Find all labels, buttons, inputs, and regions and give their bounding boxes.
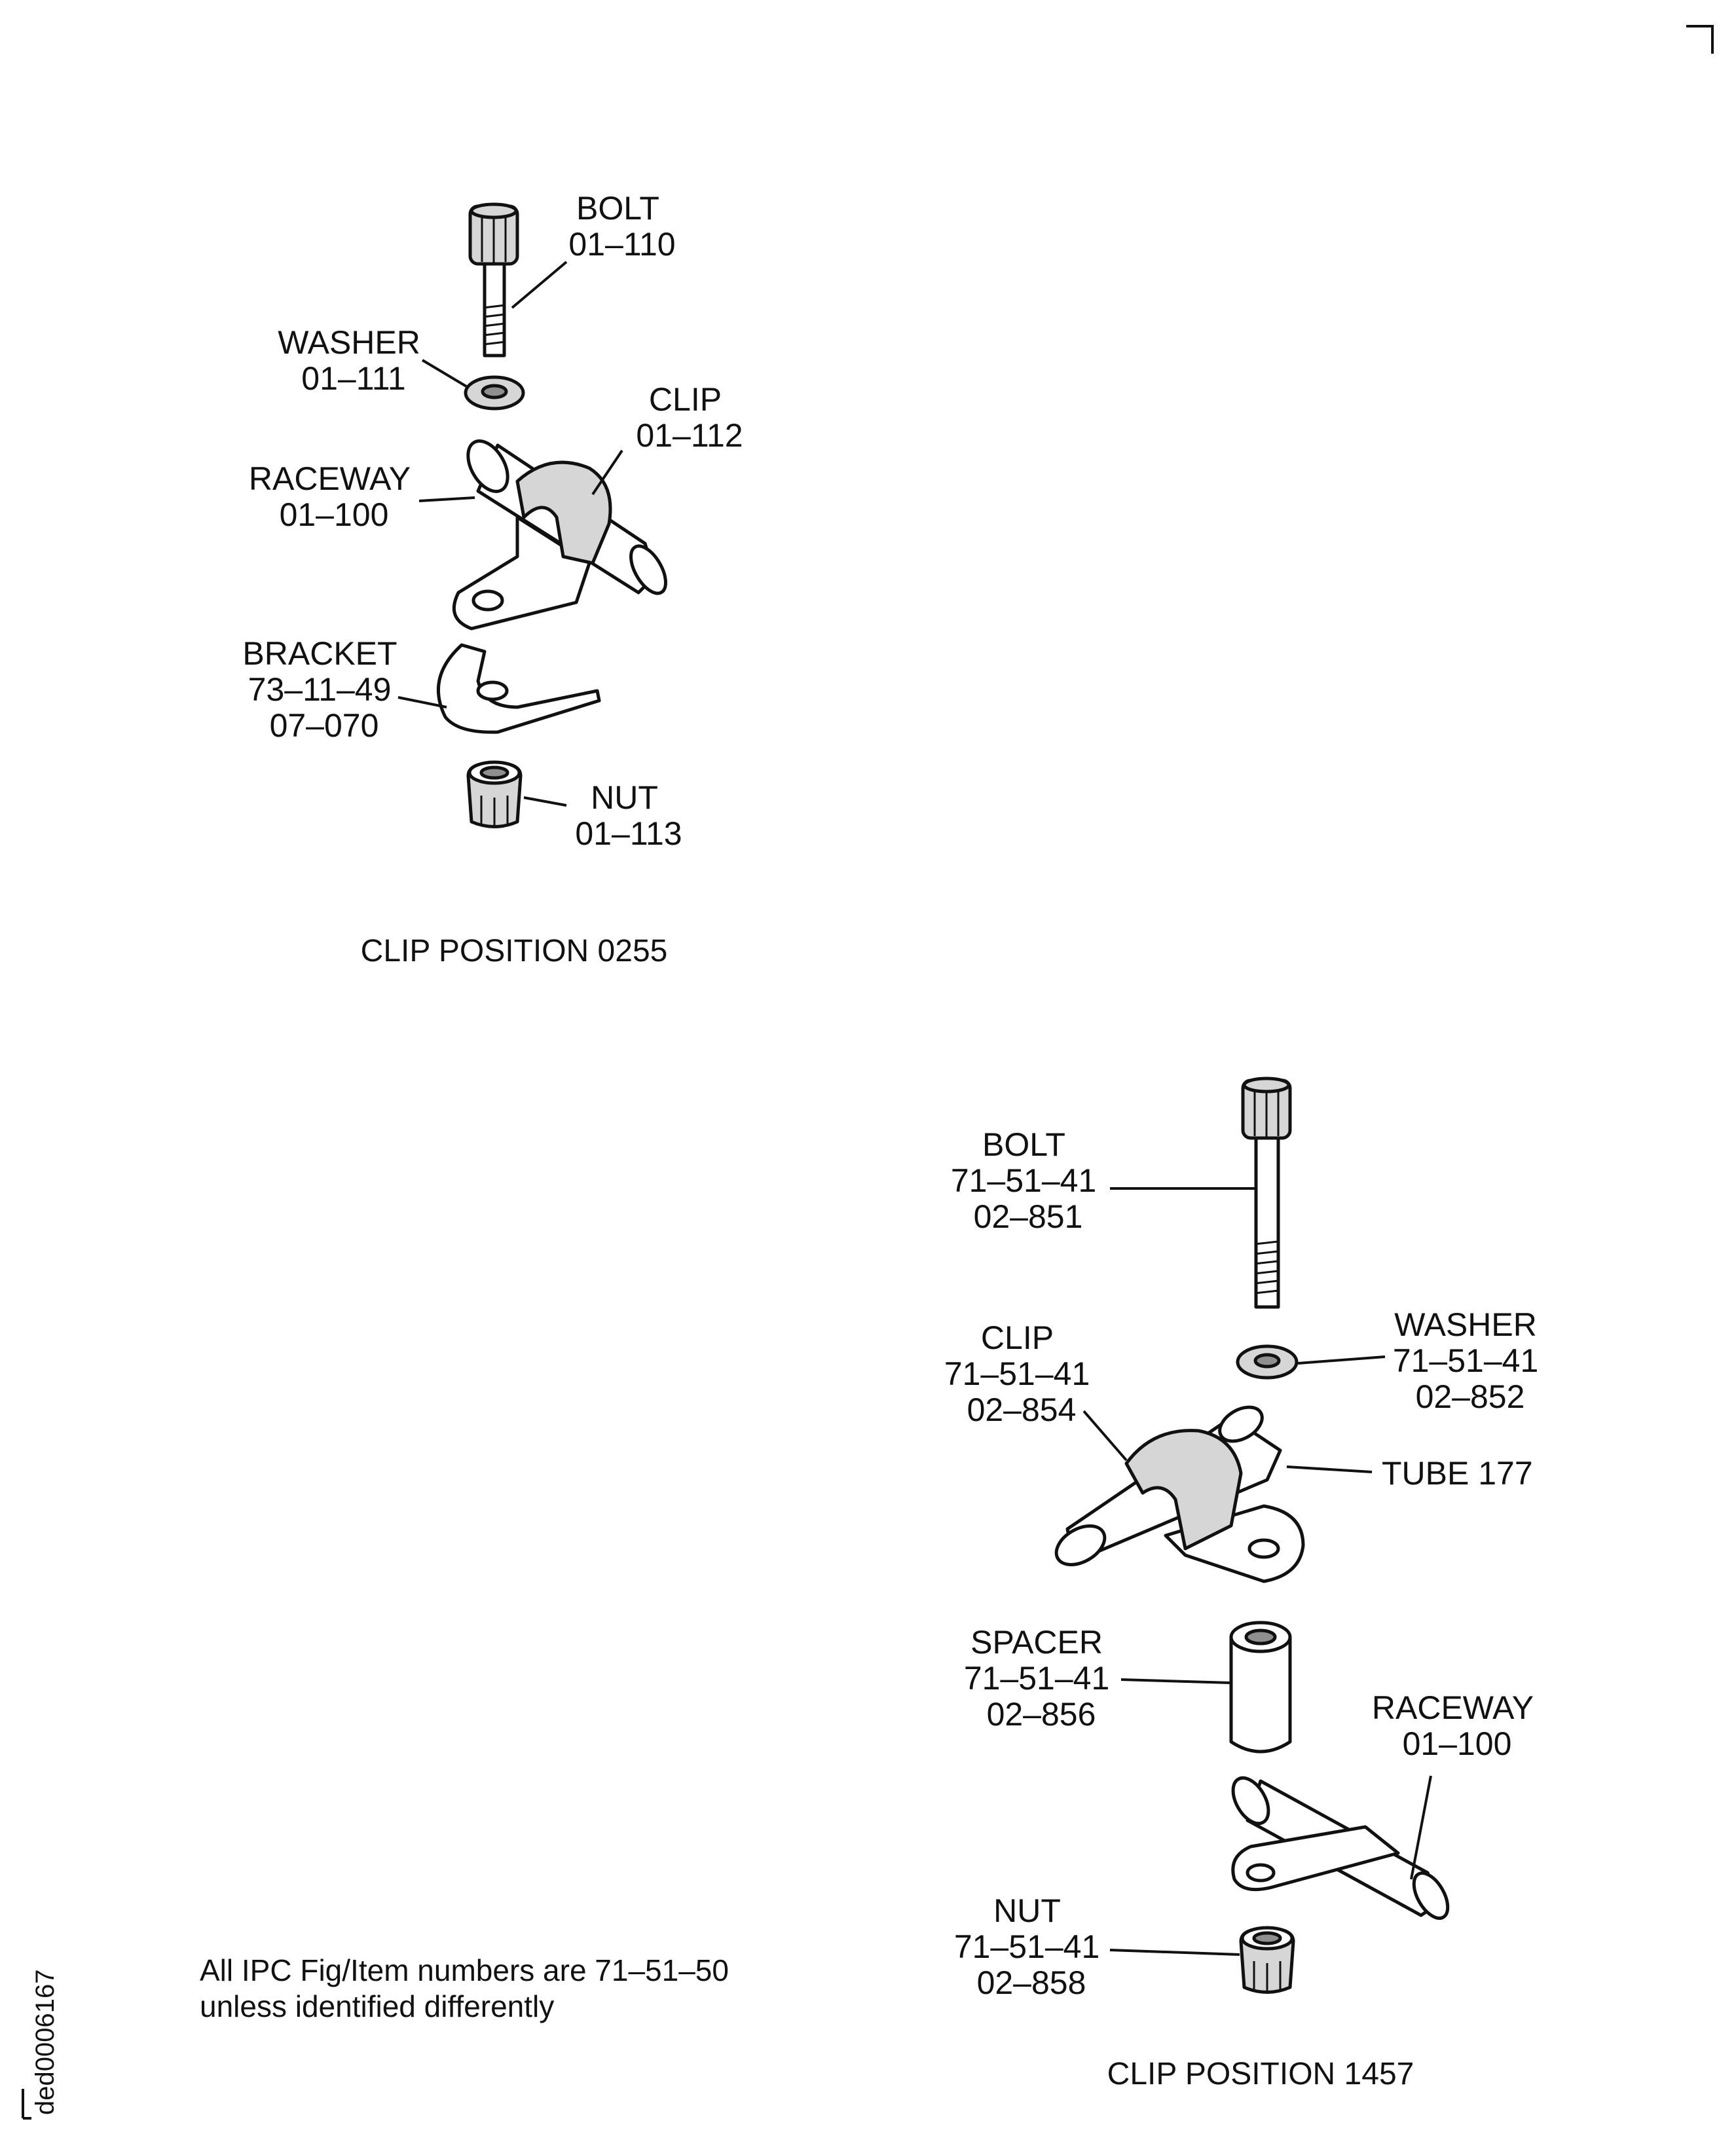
spacer-1457-leader <box>1120 1678 1232 1684</box>
caption-clip-position-1457: CLIP POSITION 1457 <box>1107 2057 1414 2091</box>
spacer-1457-label: SPACER 71–51–41 02–856 <box>964 1624 1118 1733</box>
washer-1457-label: WASHER 71–51–41 02–852 <box>1393 1306 1547 1415</box>
document-id: ded0006167 <box>22 1970 60 2120</box>
bracket-0255-drawing <box>436 643 601 734</box>
clip-1457-leader <box>1082 1410 1128 1462</box>
clip-tube-1457-drawing <box>1054 1405 1305 1583</box>
ipc-numbering-note: All IPC Fig/Item numbers are 71–51–50 un… <box>200 1953 737 2023</box>
tube-1457-leader <box>1286 1465 1373 1473</box>
view-clip-position-1457: BOLT 71–51–41 02–851 WASHER 71–51–41 02–… <box>944 1076 1547 2091</box>
spacer-1457-drawing <box>1229 1621 1292 1754</box>
washer-1457-drawing <box>1236 1344 1299 1380</box>
clip-0255-leader <box>591 449 623 496</box>
nut-0255-leader <box>523 796 567 807</box>
clip-raceway-0255-drawing <box>452 439 667 631</box>
washer-0255-label: WASHER 01–111 <box>278 324 430 397</box>
nut-1457-label: NUT 71–51–41 02–858 <box>954 1892 1109 2001</box>
corner-mark <box>1686 25 1714 54</box>
bolt-0255-drawing <box>468 202 519 358</box>
nut-0255-drawing <box>466 760 523 828</box>
raceway-0255-leader <box>418 496 475 502</box>
view-clip-position-0255: BOLT 01–110 WASHER 01–111 CLIP 01–112 RA… <box>242 190 743 968</box>
bolt-0255-leader <box>511 261 568 309</box>
caption-clip-position-0255: CLIP POSITION 0255 <box>361 934 668 968</box>
washer-1457-leader <box>1297 1355 1386 1365</box>
bolt-1457-drawing <box>1241 1076 1292 1309</box>
raceway-1457-label: RACEWAY 01–100 <box>1372 1689 1542 1762</box>
nut-1457-drawing <box>1239 1926 1295 1994</box>
nut-1457-leader <box>1109 1949 1240 1956</box>
nut-0255-label: NUT 01–113 <box>575 779 682 852</box>
washer-0255-leader <box>421 359 468 388</box>
document-id-text: ded0006167 <box>31 1970 60 2115</box>
bracket-0255-label: BRACKET 73–11–49 07–070 <box>242 635 405 744</box>
tube-1457-label: TUBE 177 <box>1382 1455 1533 1492</box>
raceway-1457-leader <box>1410 1775 1432 1880</box>
clip-1457-label: CLIP 71–51–41 02–854 <box>944 1319 1099 1428</box>
bolt-0255-label: BOLT 01–110 <box>568 190 675 263</box>
raceway-0255-label: RACEWAY 01–100 <box>249 460 419 533</box>
doc-id-bracket <box>22 2089 31 2120</box>
bolt-1457-label: BOLT 71–51–41 02–851 <box>951 1126 1105 1235</box>
raceway-1457-drawing <box>1231 1776 1450 1920</box>
clip-0255-label: CLIP 01–112 <box>636 381 743 454</box>
bracket-0255-leader <box>397 696 447 708</box>
washer-0255-drawing <box>464 375 525 411</box>
